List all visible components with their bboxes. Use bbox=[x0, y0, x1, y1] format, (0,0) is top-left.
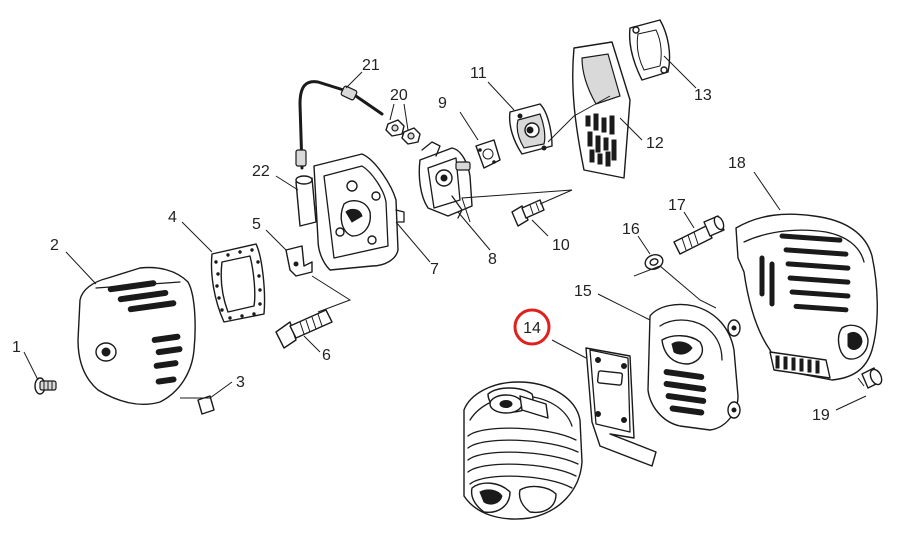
label-part-10: 10 bbox=[552, 237, 570, 254]
label-part-4: 4 bbox=[168, 209, 177, 226]
label-part-3: 3 bbox=[236, 374, 245, 391]
part-22-sleeve[interactable] bbox=[295, 175, 317, 227]
label-part-2: 2 bbox=[50, 237, 59, 254]
part-8-carburetor[interactable] bbox=[418, 141, 473, 219]
label-part-16: 16 bbox=[622, 221, 640, 238]
part-2-air-cleaner-cover[interactable] bbox=[77, 266, 196, 405]
label-part-14: 14 bbox=[523, 320, 541, 337]
part-17-bolt[interactable] bbox=[673, 215, 726, 255]
label-part-1: 1 bbox=[12, 339, 21, 356]
label-part-15: 15 bbox=[574, 283, 592, 300]
label-part-8: 8 bbox=[488, 251, 497, 268]
part-19-screw[interactable] bbox=[857, 367, 884, 389]
label-part-9: 9 bbox=[438, 95, 447, 112]
label-part-11: 11 bbox=[470, 65, 487, 82]
highlight-part-14[interactable]: 14 bbox=[513, 308, 551, 346]
label-part-17: 17 bbox=[668, 197, 686, 214]
part-18-muffler-cover[interactable] bbox=[735, 213, 878, 381]
part-5-bracket[interactable] bbox=[285, 245, 313, 277]
label-part-18: 18 bbox=[728, 155, 746, 172]
part-number-labels: 1 2 3 4 5 6 7 8 9 10 11 12 13 14 15 16 1… bbox=[12, 57, 830, 424]
label-part-19: 19 bbox=[812, 407, 830, 424]
part-12-heat-plate[interactable] bbox=[572, 41, 631, 179]
leader-lines bbox=[23, 55, 867, 411]
label-part-7: 7 bbox=[430, 261, 439, 278]
part-10-screw[interactable] bbox=[511, 199, 545, 227]
label-part-13: 13 bbox=[694, 87, 712, 104]
highlight-circle bbox=[513, 308, 551, 346]
label-part-22: 22 bbox=[252, 163, 270, 180]
label-part-20: 20 bbox=[390, 87, 408, 104]
part-7-air-cleaner-base[interactable] bbox=[313, 153, 405, 271]
part-13-gasket[interactable] bbox=[628, 19, 671, 81]
part-6-bolt[interactable] bbox=[275, 309, 333, 349]
part-3-seal[interactable] bbox=[197, 395, 215, 415]
part-11-insulator[interactable] bbox=[508, 103, 553, 155]
label-part-12: 12 bbox=[646, 135, 664, 152]
part-21-throttle-cable[interactable] bbox=[295, 80, 384, 170]
label-part-21: 21 bbox=[362, 57, 380, 74]
part-1-knob-screw[interactable] bbox=[34, 377, 57, 395]
cylinder bbox=[463, 381, 583, 520]
label-part-5: 5 bbox=[252, 216, 261, 233]
part-20-nuts[interactable] bbox=[385, 119, 421, 145]
part-15-muffler[interactable] bbox=[647, 303, 741, 431]
part-9-gasket[interactable] bbox=[475, 139, 501, 169]
part-16-washer[interactable] bbox=[643, 252, 665, 271]
part-4-filter-element[interactable] bbox=[210, 243, 266, 323]
part-14-gasket-plate[interactable] bbox=[585, 347, 657, 467]
label-part-6: 6 bbox=[322, 347, 331, 364]
